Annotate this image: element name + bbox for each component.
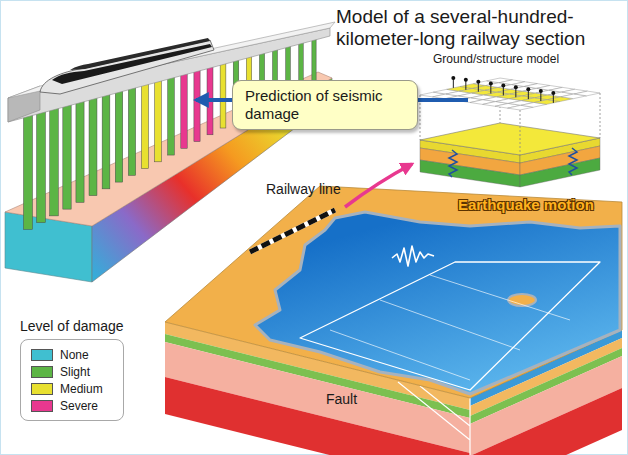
legend-row: Slight (31, 363, 111, 380)
viaduct-pillar (89, 97, 97, 195)
viaduct-pillar (102, 94, 110, 189)
legend-text: Slight (60, 365, 90, 379)
structure-pin-head (526, 87, 530, 91)
legend-text: Medium (60, 382, 103, 396)
legend-swatch (31, 383, 53, 395)
callout-text: Prediction of seismic damage (245, 87, 405, 123)
viaduct-pillar (76, 101, 84, 203)
structure-pin (553, 94, 554, 103)
viaduct-pillar (220, 63, 226, 128)
fault-line (330, 275, 570, 380)
structure-pin-head (464, 78, 468, 82)
structure-pin (528, 90, 529, 99)
legend-text: Severe (60, 399, 98, 413)
ground-layer (470, 388, 622, 455)
viaduct-pillar (155, 80, 162, 162)
legend-swatch (31, 349, 53, 361)
viaduct-pillar (181, 73, 187, 148)
callout-box: Prediction of seismic damage (232, 80, 418, 130)
structure-pin-head (501, 83, 505, 87)
legend-swatch (31, 400, 53, 412)
ground-structure-model (420, 76, 600, 187)
structure-pin-head (551, 91, 555, 95)
legend-swatch (31, 366, 53, 378)
structure-pin (540, 92, 541, 101)
train-body (40, 40, 214, 94)
structure-pin (503, 86, 504, 95)
legend-row: None (31, 346, 111, 363)
structure-pin (453, 79, 454, 88)
structure-pin-head (451, 76, 455, 80)
structure-pin-head (489, 82, 493, 86)
viaduct-pillar (50, 108, 59, 216)
diagram-title: Model of a several-hundred-kilometer-lon… (336, 6, 624, 50)
spring-symbol (449, 150, 457, 177)
terrain-block (165, 186, 622, 455)
viaduct-pillar (168, 76, 175, 155)
structure-pin (478, 83, 479, 92)
map-label: Railway line (266, 181, 341, 197)
model-top (420, 123, 600, 155)
ground-layer (165, 377, 470, 455)
structure-pin-head (539, 89, 543, 93)
railway-line (250, 210, 335, 252)
model-label: Ground/structure model (433, 52, 559, 66)
viaduct-pillar (24, 115, 33, 230)
viaduct-pillar (194, 70, 200, 142)
train-window-band (52, 44, 212, 84)
structure-pin (515, 88, 516, 97)
viaduct-pillar (128, 87, 135, 175)
viaduct (5, 22, 335, 282)
model-grid-cell (574, 91, 600, 96)
land-surface (165, 186, 622, 398)
seismic-wave (392, 246, 434, 266)
model-layer (420, 160, 520, 187)
model-guide (600, 93, 601, 138)
legend-row: Severe (31, 397, 111, 414)
structure-pin (490, 85, 491, 94)
train (40, 38, 214, 94)
map-label: Earthquake motion (458, 196, 594, 213)
viaduct-pillar (37, 111, 46, 222)
spring-symbol (569, 148, 577, 175)
railway-line (250, 210, 335, 252)
viaduct-pillar (63, 104, 71, 209)
structure-pin (465, 81, 466, 90)
viaduct-pillar (115, 90, 122, 182)
model-guide (520, 110, 521, 155)
legend-row: Medium (31, 380, 111, 397)
legend-text: None (60, 348, 89, 362)
pointer-arrow (345, 164, 412, 207)
viaduct-pillar (141, 83, 148, 168)
legend-heading: Level of damage (20, 318, 124, 334)
sea-surface (255, 212, 620, 394)
legend-box: NoneSlightMediumSevere (20, 339, 124, 421)
model-layer (520, 158, 600, 187)
structure-pin-head (514, 85, 518, 89)
viaduct-pillar (312, 38, 316, 80)
train-roof (70, 38, 210, 70)
map-label: Fault (326, 391, 357, 407)
fault-plane (300, 262, 600, 390)
structure-pin-head (476, 80, 480, 84)
